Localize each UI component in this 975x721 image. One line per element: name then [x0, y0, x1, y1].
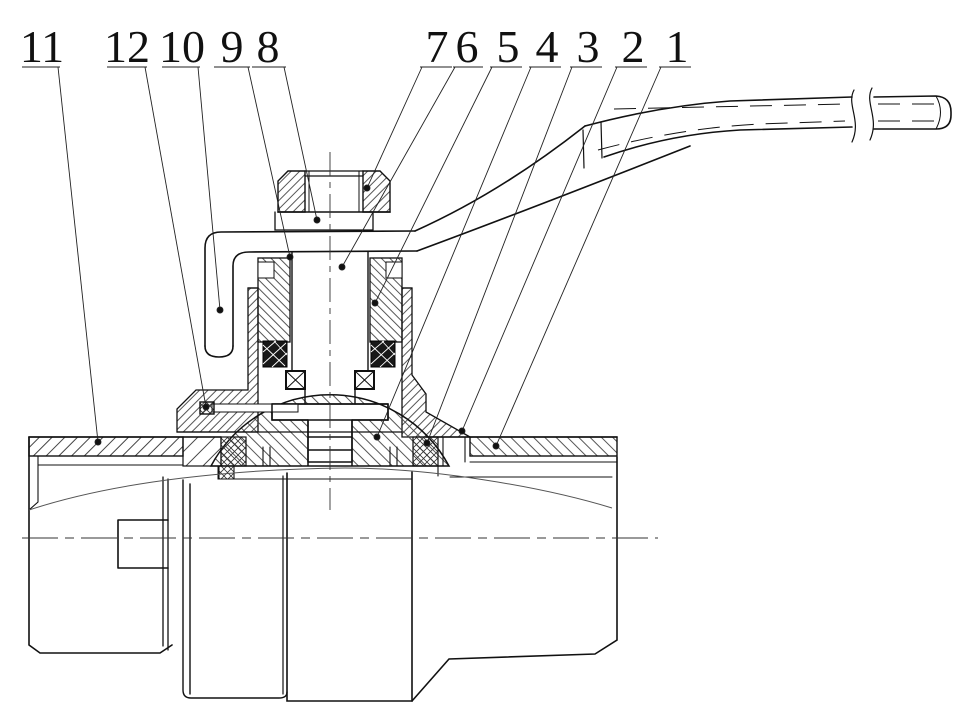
left-body-wedge: [182, 436, 222, 467]
part-label-2: 2: [622, 21, 645, 72]
stem-packing: [262, 340, 396, 390]
part-labels: 11 12 10 9 8 7 6 5 4 3 2 1: [20, 21, 689, 72]
part-label-9: 9: [221, 21, 244, 72]
gland-right-notch: [385, 261, 403, 279]
handle-hidden-lines: [597, 103, 944, 151]
part-label-11: 11: [20, 21, 64, 72]
left-seat: [220, 436, 247, 467]
gland-left-notch: [257, 261, 275, 279]
gasket-groove: [211, 403, 299, 413]
left-seat-lip: [217, 465, 235, 480]
part-label-4: 4: [536, 21, 559, 72]
body-sphere-silhouette: [28, 467, 613, 511]
part-label-8: 8: [257, 21, 280, 72]
part-label-12: 12: [104, 21, 150, 72]
bonnet-right: [401, 287, 473, 438]
main-outlines: [28, 87, 952, 702]
valve-body-sections: [28, 170, 618, 480]
part-label-10: 10: [159, 21, 205, 72]
part-label-5: 5: [497, 21, 520, 72]
part-label-1: 1: [666, 21, 689, 72]
centerlines: [22, 152, 658, 539]
right-body-section-band: [469, 436, 618, 457]
left-cap-section-band: [28, 436, 184, 457]
part-label-3: 3: [577, 21, 600, 72]
leader-lines: [22, 66, 691, 450]
part-label-7: 7: [426, 21, 449, 72]
part-label-6: 6: [456, 21, 479, 72]
stem-nut-left-flank: [277, 170, 306, 213]
